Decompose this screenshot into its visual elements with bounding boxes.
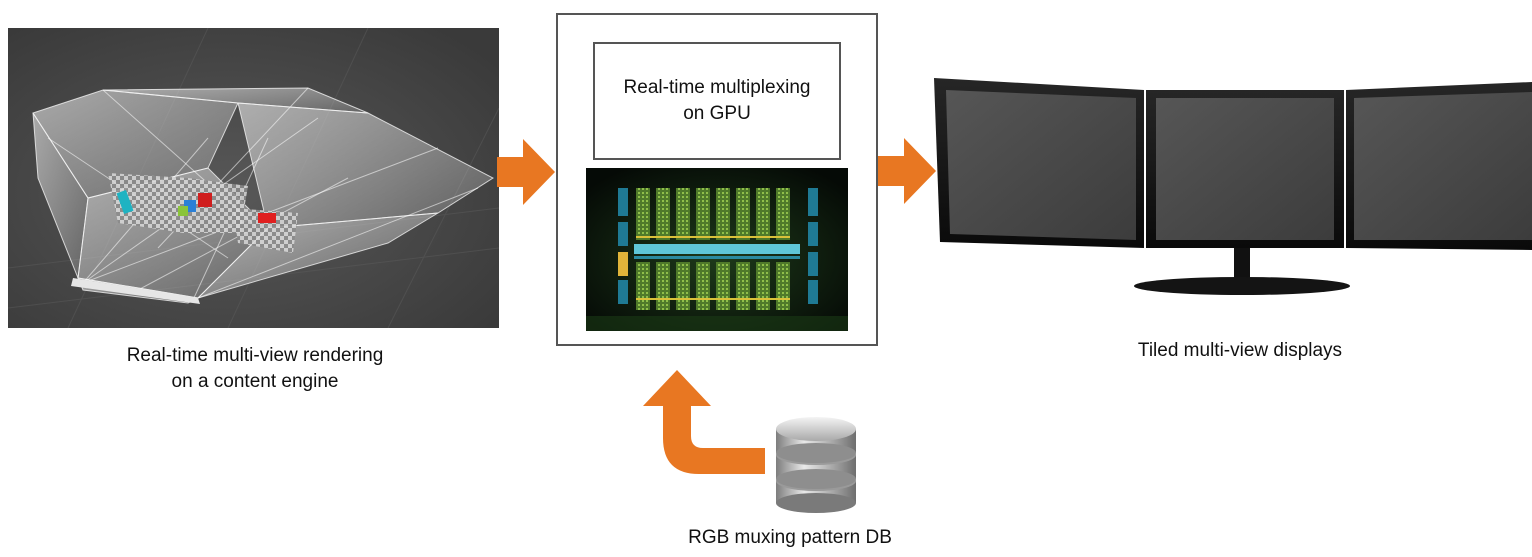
render-frustum-illustration (8, 28, 499, 328)
mux-label-line-2: on GPU (683, 103, 751, 124)
render-caption-line-2: on a content engine (171, 371, 339, 392)
triple-monitor-image (930, 76, 1532, 301)
displays-caption: Tiled multi-view displays (1137, 340, 1343, 361)
arrow-right-icon (878, 138, 936, 204)
database-caption: RGB muxing pattern DB (688, 527, 892, 548)
render-viewport-image (8, 28, 499, 328)
mux-label-line-1: Real-time multiplexing (623, 77, 811, 98)
render-caption-line-1: Real-time multi-view rendering (126, 345, 384, 366)
monitor-right (1346, 82, 1532, 250)
arrow-up-turn-icon (643, 370, 765, 474)
monitor-left (934, 78, 1144, 248)
multiplexing-label-box: Real-time multiplexing on GPU (593, 42, 841, 160)
monitor-center (1146, 90, 1344, 248)
gpu-die-image (586, 168, 848, 331)
render-caption: Real-time multi-view rendering on a cont… (30, 343, 480, 395)
database-icon (770, 415, 862, 515)
arrow-right-icon (497, 139, 555, 205)
